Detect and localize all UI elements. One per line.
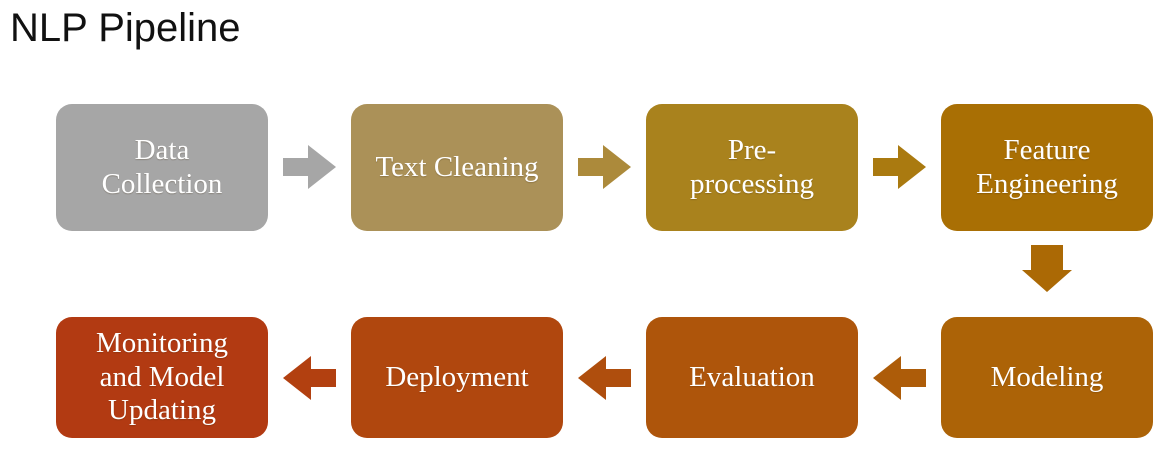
pipeline-step-text-cleaning: Text Cleaning xyxy=(351,104,563,231)
diagram-title: NLP Pipeline xyxy=(10,6,241,50)
pipeline-step-deployment: Deployment xyxy=(351,317,563,438)
step-label-feature-engineering: Feature Engineering xyxy=(976,133,1118,200)
left-arrow-icon xyxy=(283,356,336,400)
left-arrow-icon xyxy=(578,356,631,400)
pipeline-step-monitoring-and-model-updating: Monitoring and Model Updating xyxy=(56,317,268,438)
step-label-evaluation: Evaluation xyxy=(689,360,815,393)
right-arrow-icon xyxy=(283,145,336,189)
step-label-modeling: Modeling xyxy=(990,360,1104,393)
pipeline-step-evaluation: Evaluation xyxy=(646,317,858,438)
step-label-text-cleaning: Text Cleaning xyxy=(375,150,539,183)
pipeline-step-pre-processing: Pre- processing xyxy=(646,104,858,231)
pipeline-step-data-collection: Data Collection xyxy=(56,104,268,231)
left-arrow-icon xyxy=(873,356,926,400)
step-label-monitoring-and-model-updating: Monitoring and Model Updating xyxy=(95,327,229,427)
step-label-data-collection: Data Collection xyxy=(101,133,223,200)
right-arrow-icon xyxy=(578,145,631,189)
down-arrow-icon xyxy=(1022,245,1072,292)
step-label-deployment: Deployment xyxy=(385,360,529,393)
pipeline-step-feature-engineering: Feature Engineering xyxy=(941,104,1153,231)
pipeline-step-modeling: Modeling xyxy=(941,317,1153,438)
step-label-pre-processing: Pre- processing xyxy=(689,133,815,200)
right-arrow-icon xyxy=(873,145,926,189)
